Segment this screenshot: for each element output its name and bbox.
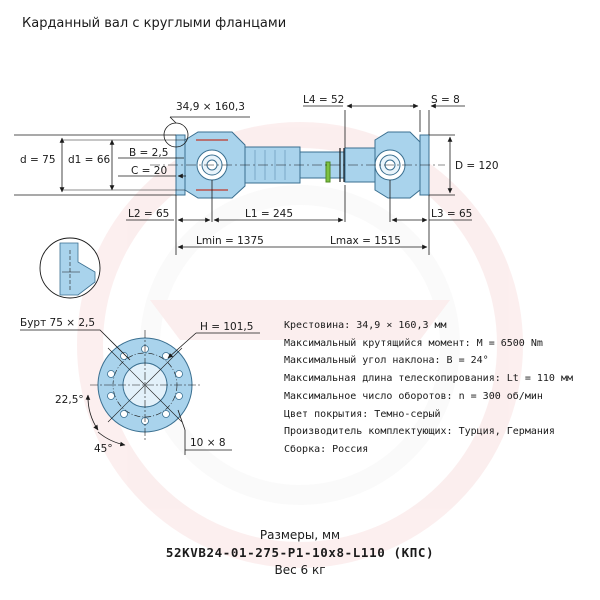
b-label: B = 2,5 [129,147,168,159]
lmax-label: Lmax = 1515 [330,235,401,247]
part-number: 52KVB24-01-275-P1-10x8-L110 (КПС) [165,545,435,560]
l2-label: L2 = 65 [128,208,169,220]
d-big-label: D = 120 [455,160,499,172]
spec-rpm: Максимальное число оборотов: n = 300 об/… [284,390,543,402]
spec-spider: Крестовина: 34,9 × 160,3 мм [284,320,447,331]
lmin-label: Lmin = 1375 [196,235,264,247]
l4-label: L4 = 52 [303,94,344,106]
spec-color: Цвет покрытия: Темно-серый [284,408,441,420]
h-label: H = 101,5 [200,321,253,333]
spider-dimension-label: 34,9 × 160,3 [176,101,245,113]
shaft-side-view [150,131,445,199]
burt-label: Бурт 75 × 2,5 [20,317,95,329]
spec-manufacturer: Производитель комплектующих: Турция, Гер… [284,426,555,438]
angle-22-label: 22,5° [55,394,84,406]
holes-label: 10 × 8 [190,437,226,449]
spec-telescoping: Максимальная длина телескопирования: Lt … [284,373,573,385]
weight-caption: Вес 6 кг [274,563,326,577]
detail-view [39,237,101,299]
angle-45-label: 45° [94,443,113,455]
grease-fitting [325,161,331,183]
c-label: C = 20 [131,165,167,177]
dimensions-caption: Размеры, мм [259,528,341,542]
s-label: S = 8 [431,94,460,106]
spec-angle: Максимальный угол наклона: B = 24° [284,355,489,367]
dimension-labels: 34,9 × 160,3 d = 75 d1 = 66 B = 2,5 C = … [20,94,499,247]
flange-labels: Бурт 75 × 2,5 H = 101,5 22,5° 45° 10 × 8 [20,317,253,455]
flange-front-view [90,330,200,440]
spec-assembly: Сборка: Россия [284,443,369,455]
d-label: d = 75 [20,154,56,166]
l1-label: L1 = 245 [245,208,293,220]
specifications-list: Крестовина: 34,9 × 160,3 мм Максимальный… [284,317,573,459]
spec-torque: Максимальный крутящийся момент: M = 6500… [284,337,543,349]
d1-label: d1 = 66 [68,154,110,166]
l3-label: L3 = 65 [431,208,472,220]
page-title: Карданный вал с круглыми фланцами [22,16,287,31]
